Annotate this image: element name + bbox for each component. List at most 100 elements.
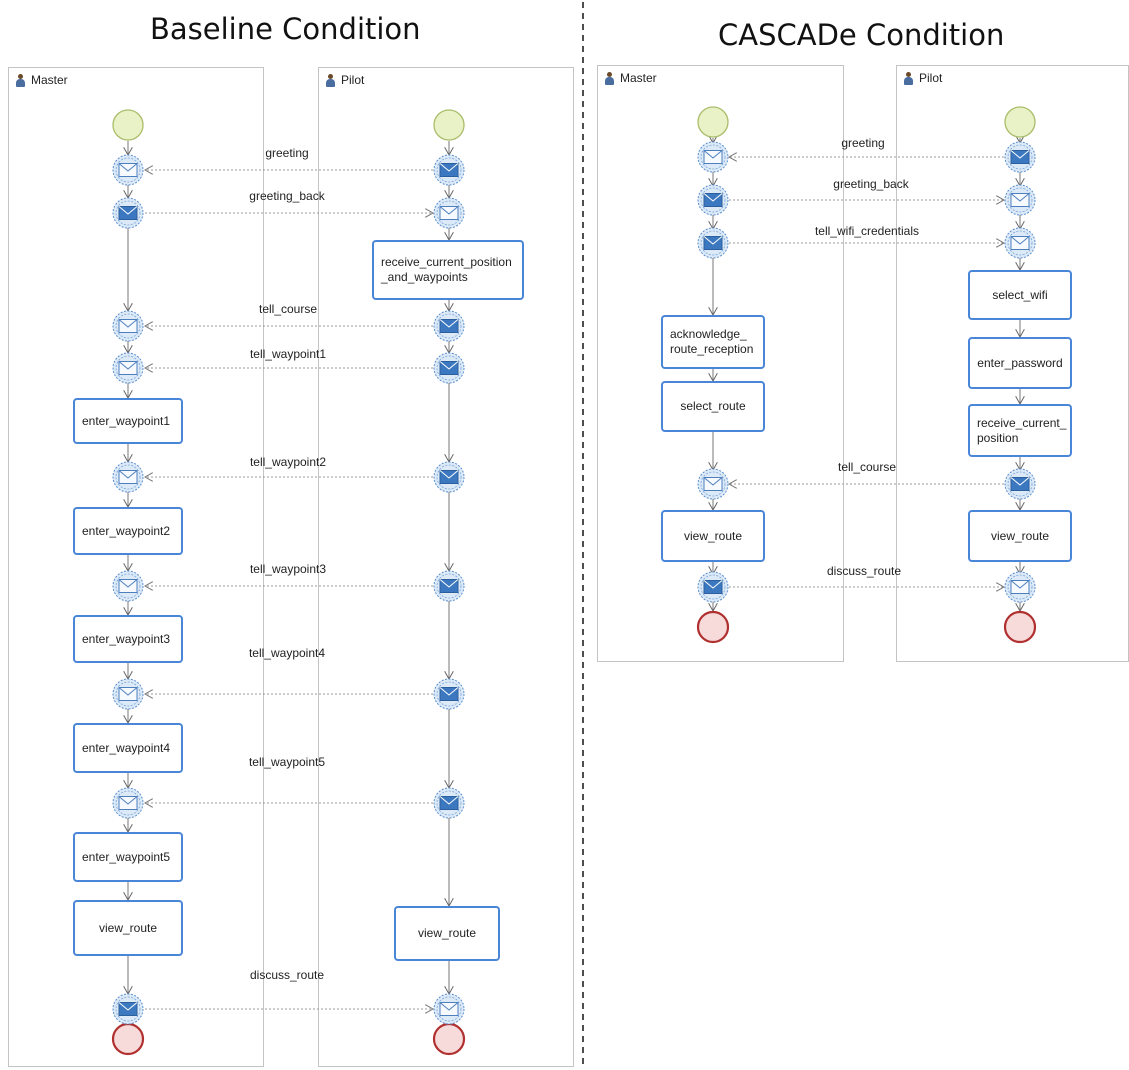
envelope-filled-icon (439, 579, 459, 593)
message-label-discuss-route: discuss_route (249, 968, 325, 982)
send-message-event (433, 678, 465, 710)
envelope-outline-icon (703, 477, 723, 491)
send-message-event (433, 570, 465, 602)
task-view-route: view_route (394, 906, 500, 961)
message-label-tell-waypoint4: tell_waypoint4 (248, 646, 326, 660)
task-receive-current-position-and-waypoints: receive_current_position _and_waypoints (372, 240, 524, 300)
envelope-outline-icon (118, 361, 138, 375)
receive-message-event (112, 310, 144, 342)
task-receive-current-position: receive_current_ position (968, 404, 1072, 457)
envelope-filled-icon (439, 687, 459, 701)
message-events (112, 141, 1036, 1025)
receive-message-event (433, 197, 465, 229)
lane-header: Master (15, 73, 68, 87)
message-label-tell-course: tell_course (258, 302, 318, 316)
receive-message-event (1004, 227, 1036, 259)
lane-label: Master (620, 71, 657, 85)
send-message-event (433, 154, 465, 186)
send-message-event (1004, 141, 1036, 173)
envelope-outline-icon (118, 579, 138, 593)
send-message-event (697, 571, 729, 603)
task-enter-waypoint2: enter_waypoint2 (73, 507, 183, 555)
message-label-tell-waypoint2: tell_waypoint2 (249, 455, 327, 469)
send-message-event (697, 184, 729, 216)
send-message-event (433, 787, 465, 819)
start-event (433, 109, 465, 141)
send-message-event (433, 461, 465, 493)
envelope-outline-icon (118, 319, 138, 333)
envelope-filled-icon (118, 206, 138, 220)
person-icon (325, 73, 336, 87)
lane-header: Pilot (325, 73, 364, 87)
envelope-filled-icon (439, 319, 459, 333)
envelope-outline-icon (1010, 236, 1030, 250)
receive-message-event (112, 154, 144, 186)
send-message-event (112, 197, 144, 229)
envelope-filled-icon (703, 580, 723, 594)
envelope-outline-icon (118, 687, 138, 701)
message-label-greeting: greeting (265, 146, 309, 160)
start-event (697, 106, 729, 138)
cascade-sequence-flows (713, 138, 1020, 611)
receive-message-event (1004, 571, 1036, 603)
envelope-outline-icon (1010, 580, 1030, 594)
message-label-discuss-route: discuss_route (826, 564, 902, 578)
receive-message-event (112, 678, 144, 710)
send-message-event (1004, 468, 1036, 500)
receive-message-event (112, 461, 144, 493)
envelope-filled-icon (439, 163, 459, 177)
receive-message-event (697, 141, 729, 173)
envelope-filled-icon (1010, 150, 1030, 164)
person-icon (604, 71, 615, 85)
end-event (111, 1022, 145, 1056)
receive-message-event (697, 468, 729, 500)
envelope-outline-icon (118, 470, 138, 484)
person-icon (15, 73, 26, 87)
receive-message-event (1004, 184, 1036, 216)
task-enter-waypoint4: enter_waypoint4 (73, 723, 183, 773)
envelope-outline-icon (439, 1002, 459, 1016)
message-label-tell-waypoint5: tell_waypoint5 (248, 755, 326, 769)
task-enter-waypoint1: enter_waypoint1 (73, 398, 183, 444)
lane-header: Pilot (903, 71, 942, 85)
envelope-outline-icon (439, 206, 459, 220)
baseline-title: Baseline Condition (150, 12, 421, 46)
envelope-outline-icon (703, 150, 723, 164)
envelope-filled-icon (439, 470, 459, 484)
receive-message-event (112, 352, 144, 384)
envelope-filled-icon (439, 361, 459, 375)
envelope-outline-icon (1010, 193, 1030, 207)
message-label-greeting: greeting (841, 136, 885, 150)
envelope-outline-icon (118, 796, 138, 810)
envelope-filled-icon (439, 796, 459, 810)
end-event (1003, 610, 1037, 644)
message-label-greeting-back: greeting_back (833, 177, 909, 191)
task-acknowledge-route-reception: acknowledge_ route_reception (661, 315, 765, 369)
baseline-sequence-flows (128, 141, 449, 1024)
message-label-tell-course: tell_course (837, 460, 897, 474)
start-event (112, 109, 144, 141)
task-select-route: select_route (661, 381, 765, 432)
envelope-filled-icon (703, 236, 723, 250)
receive-message-event (433, 993, 465, 1025)
send-message-event (433, 352, 465, 384)
envelope-filled-icon (1010, 477, 1030, 491)
lane-label: Master (31, 73, 68, 87)
task-enter-password: enter_password (968, 337, 1072, 389)
receive-message-event (112, 787, 144, 819)
task-enter-waypoint5: enter_waypoint5 (73, 832, 183, 882)
message-label-tell-waypoint3: tell_waypoint3 (249, 562, 327, 576)
cascade-title: CASCADe Condition (718, 18, 1005, 52)
send-message-event (433, 310, 465, 342)
task-enter-waypoint3: enter_waypoint3 (73, 615, 183, 663)
message-label-greeting-back: greeting_back (249, 189, 325, 203)
lane-header: Master (604, 71, 657, 85)
lane-label: Pilot (919, 71, 943, 85)
envelope-filled-icon (703, 193, 723, 207)
envelope-filled-icon (118, 1002, 138, 1016)
task-view-route: view_route (968, 510, 1072, 562)
task-select-wifi: select_wifi (968, 270, 1072, 320)
end-event (696, 610, 730, 644)
envelope-outline-icon (118, 163, 138, 177)
